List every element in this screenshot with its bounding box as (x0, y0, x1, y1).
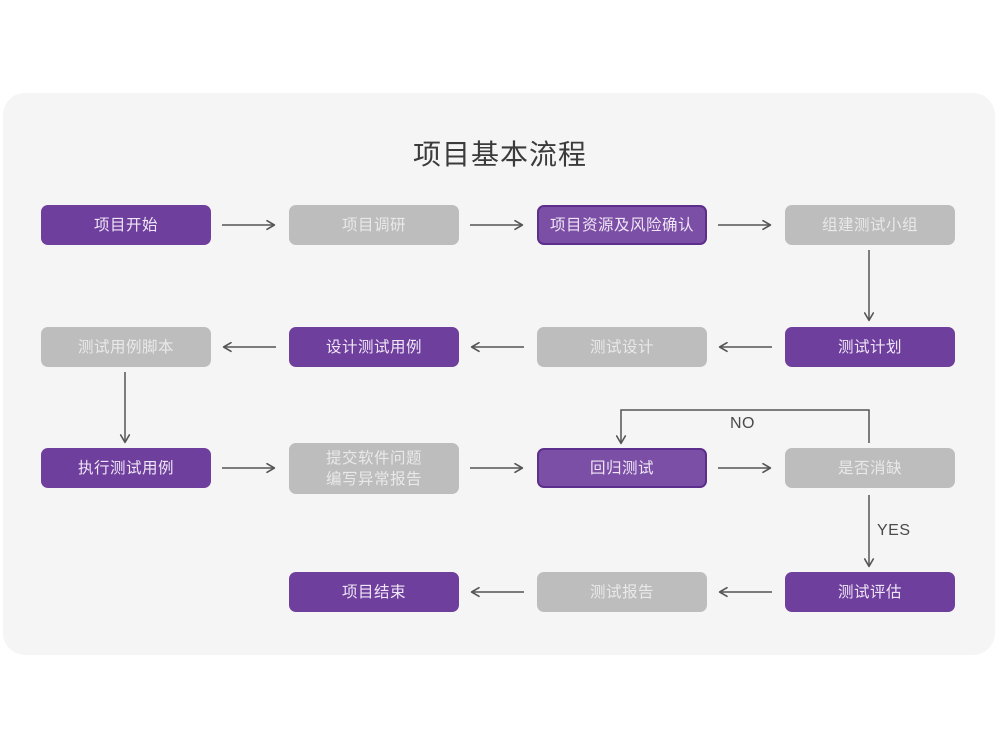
node-build-test-team[interactable]: 组建测试小组 (785, 205, 955, 245)
node-defect-cleared[interactable]: 是否消缺 (785, 448, 955, 488)
flowchart-panel (3, 93, 995, 655)
node-project-end[interactable]: 项目结束 (289, 572, 459, 612)
node-resource-risk-confirm[interactable]: 项目资源及风险确认 (537, 205, 707, 245)
node-submit-defect-report[interactable]: 提交软件问题 编写异常报告 (289, 443, 459, 494)
edge-label-no: NO (730, 415, 755, 432)
node-test-report[interactable]: 测试报告 (537, 572, 707, 612)
node-test-case-script[interactable]: 测试用例脚本 (41, 327, 211, 367)
node-project-start[interactable]: 项目开始 (41, 205, 211, 245)
node-execute-test-case[interactable]: 执行测试用例 (41, 448, 211, 488)
node-test-design[interactable]: 测试设计 (537, 327, 707, 367)
node-project-research[interactable]: 项目调研 (289, 205, 459, 245)
node-test-evaluation[interactable]: 测试评估 (785, 572, 955, 612)
edge-label-yes: YES (877, 522, 911, 539)
node-test-plan[interactable]: 测试计划 (785, 327, 955, 367)
node-design-test-case[interactable]: 设计测试用例 (289, 327, 459, 367)
page-title: 项目基本流程 (412, 138, 587, 171)
node-regression-test[interactable]: 回归测试 (537, 448, 707, 488)
